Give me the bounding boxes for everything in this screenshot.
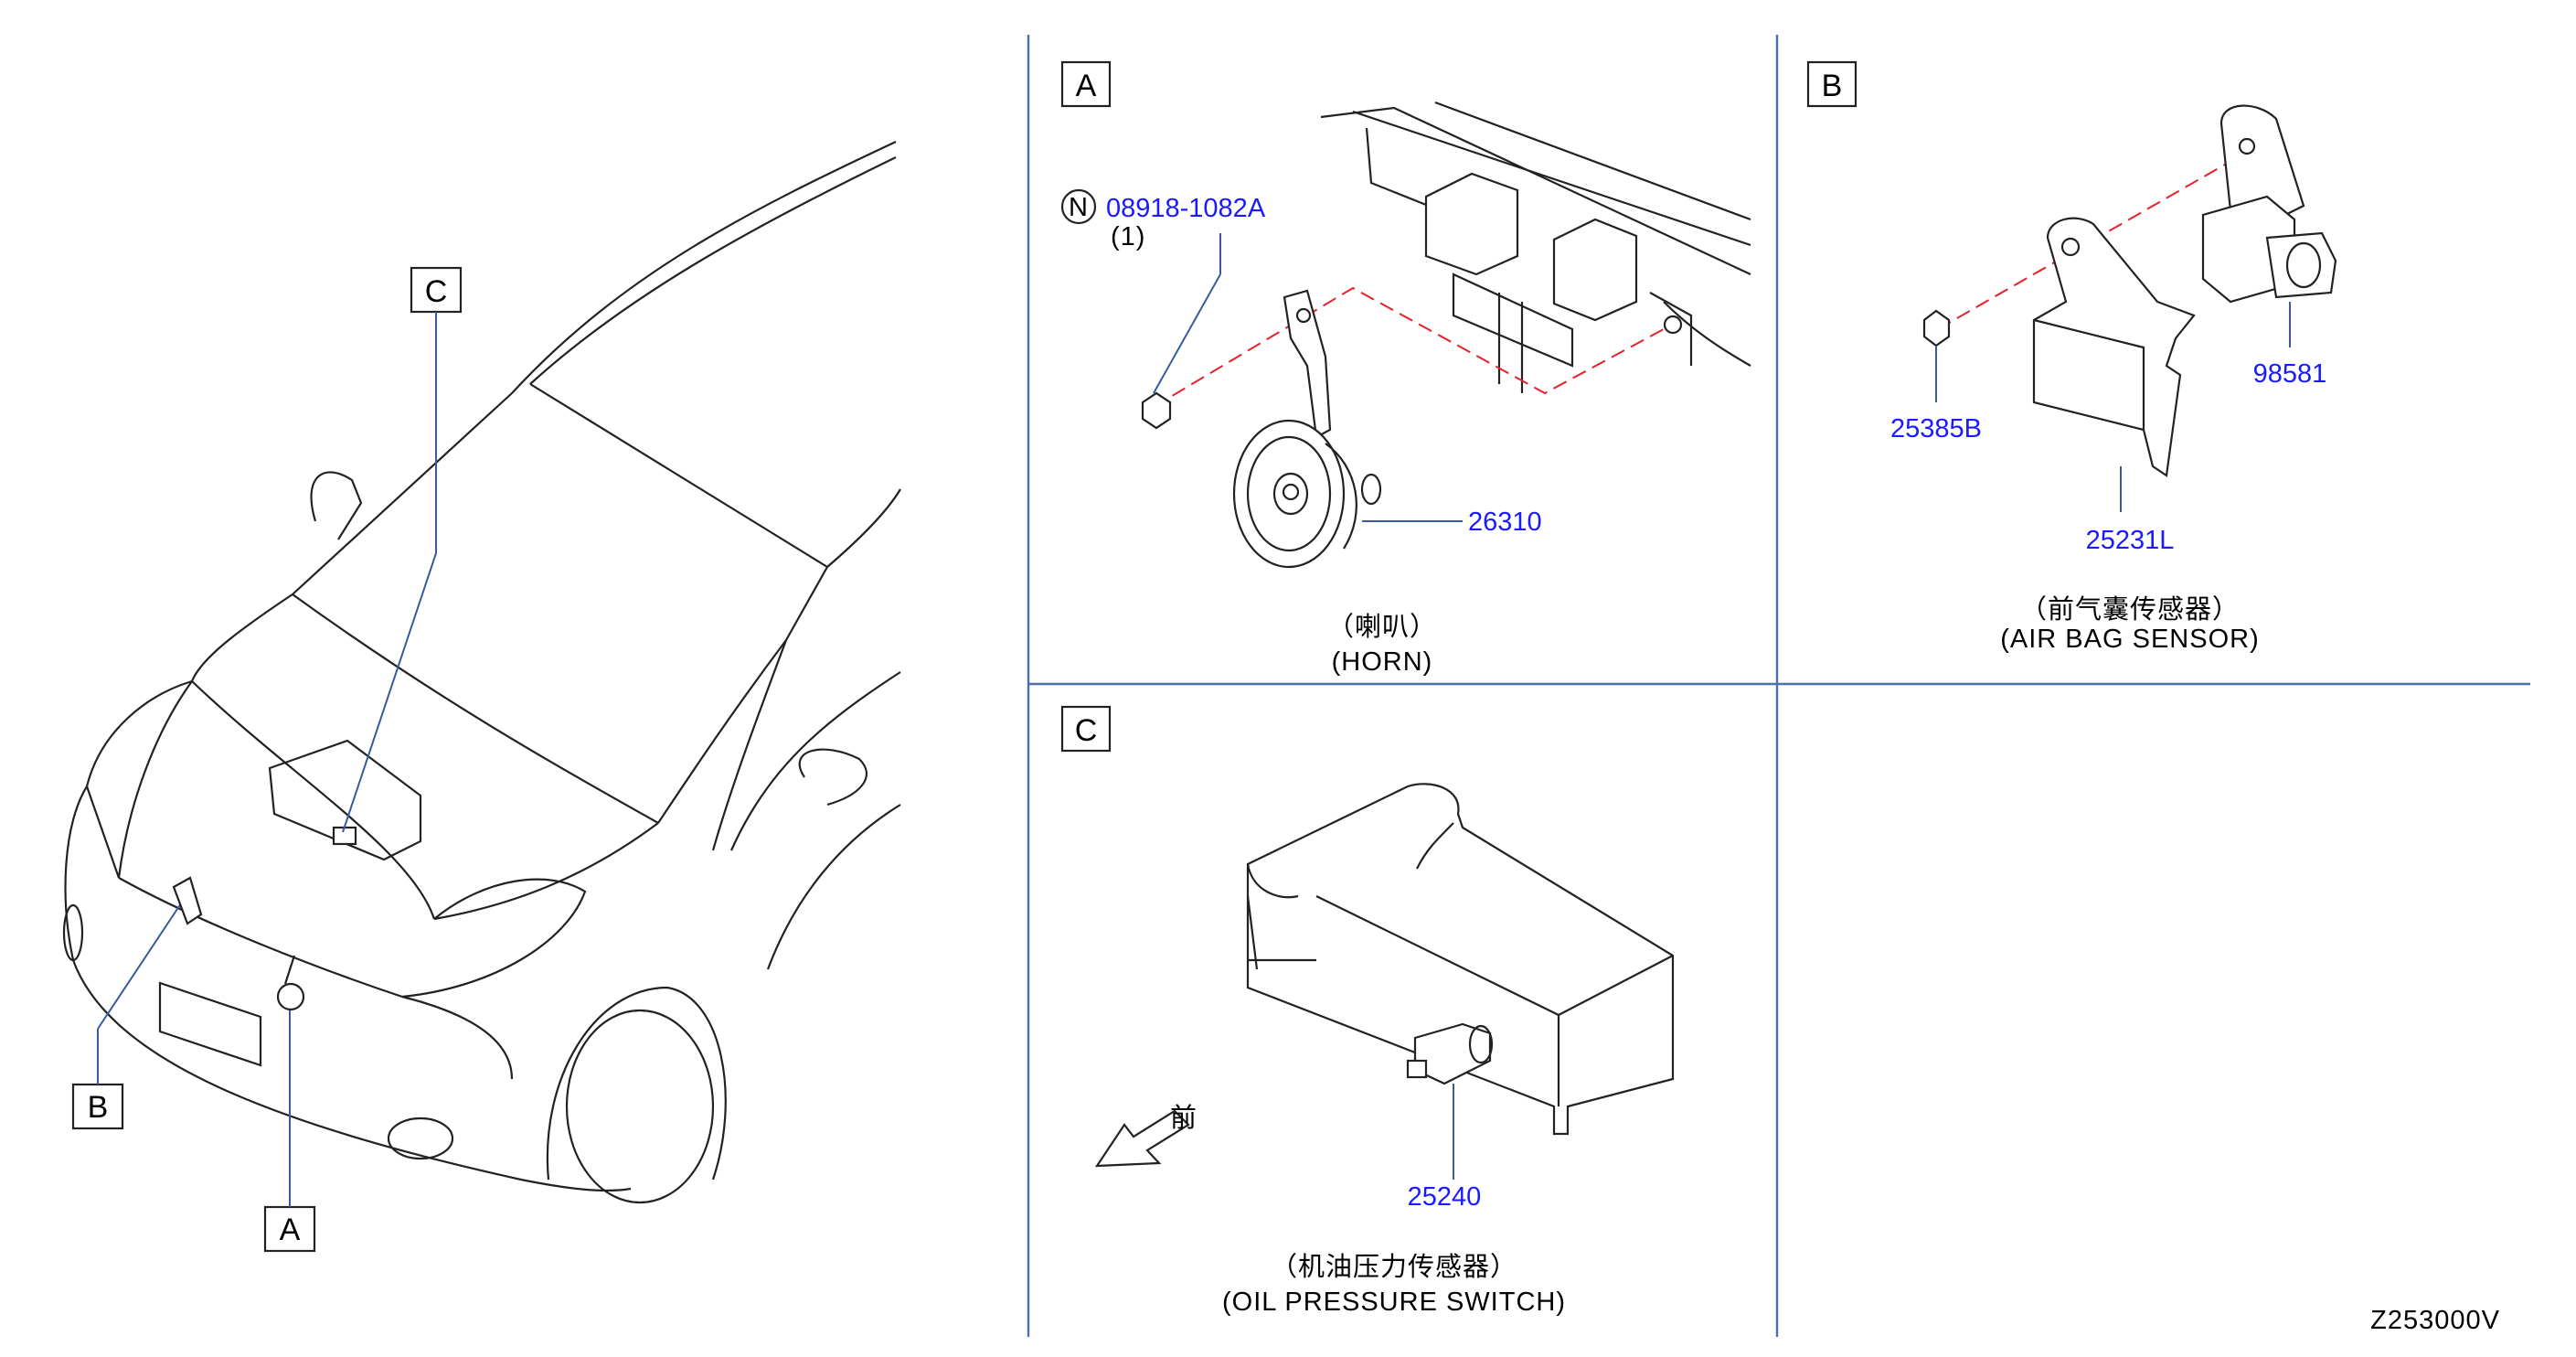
bracket-part-number: 25231L <box>2086 526 2175 555</box>
fastener-part-number: 08918-1082A <box>1106 194 1266 223</box>
panel-dividers <box>1027 35 2530 1337</box>
callout-c: C <box>425 274 448 309</box>
panel-b-airbag-sensor: B 25385B 98581 25231L （前气囊传感器） (AIR BAG … <box>1806 60 2337 654</box>
panel-c-oil-pressure-switch: C 25240 前 （机油压力传感器） (OIL PRESSURE SWITCH… <box>1060 705 1675 1317</box>
oil-switch-caption-cn: （机油压力传感器） <box>1271 1252 1517 1282</box>
callout-b: B <box>88 1090 109 1125</box>
panel-a-horn: A N 08918-1082A (1) <box>1060 60 1751 677</box>
horn-caption-cn: （喇叭） <box>1327 612 1437 642</box>
front-arrow-icon <box>1094 1109 1190 1168</box>
vehicle-overview <box>62 141 901 1204</box>
oil-switch-caption-en: (OIL PRESSURE SWITCH) <box>1222 1288 1566 1317</box>
sensor-part-number: 98581 <box>2253 359 2327 389</box>
airbag-caption-en: (AIR BAG SENSOR) <box>2000 625 2260 654</box>
horn-part-number: 26310 <box>1468 508 1542 537</box>
panel-a-tag: A <box>1076 69 1097 103</box>
fastener-symbol: N <box>1069 193 1089 222</box>
overview-callouts: C B A <box>71 266 463 1253</box>
panel-b-tag: B <box>1822 69 1843 103</box>
airbag-caption-cn: （前气囊传感器） <box>2020 594 2240 625</box>
switch-part-number: 25240 <box>1408 1182 1482 1212</box>
panel-c-tag: C <box>1075 713 1098 748</box>
fastener-quantity: (1) <box>1111 222 1145 251</box>
callout-a: A <box>280 1213 301 1247</box>
nut-part-number: 25385B <box>1890 414 1982 443</box>
front-label: 前 <box>1170 1103 1198 1133</box>
horn-caption-en: (HORN) <box>1332 647 1433 677</box>
drawing-code: Z253000V <box>2370 1306 2500 1335</box>
